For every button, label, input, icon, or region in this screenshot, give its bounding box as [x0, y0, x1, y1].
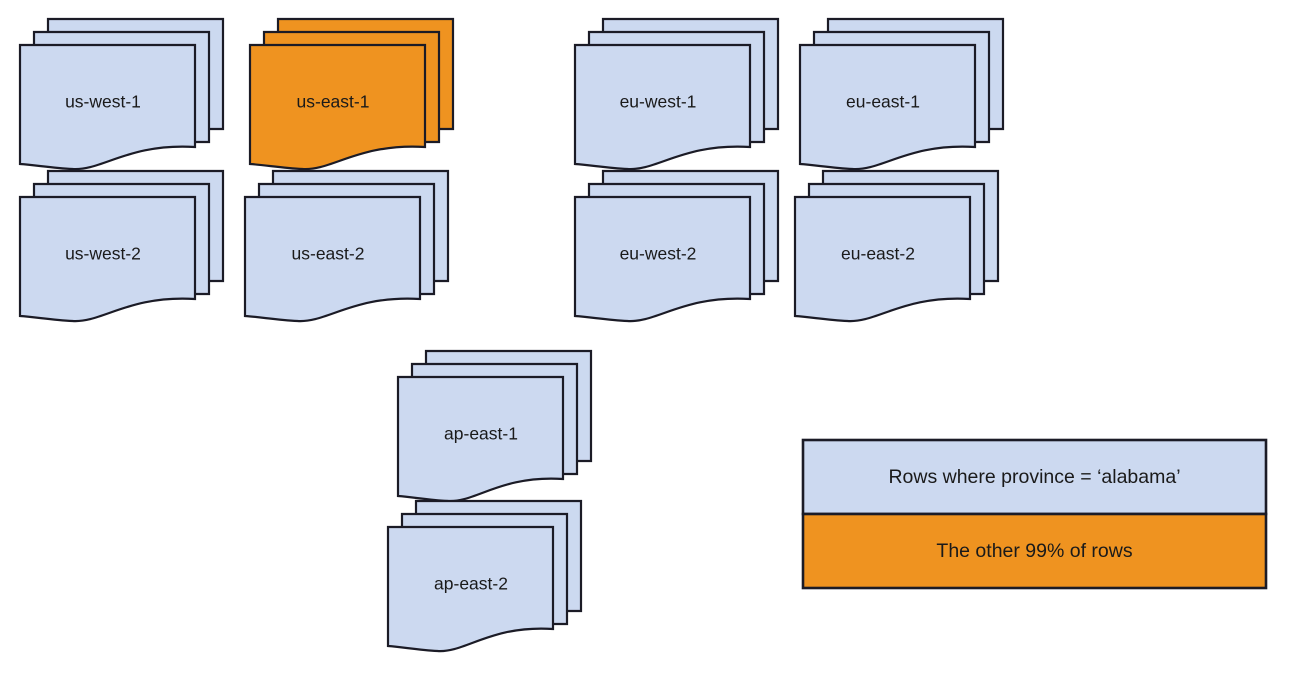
region-stack-label: us-east-1: [297, 92, 370, 112]
legend-swatch: [801, 438, 1268, 516]
region-stack-label: eu-west-2: [620, 244, 697, 264]
region-stack-label: eu-east-2: [841, 244, 915, 264]
region-stack-label: eu-east-1: [846, 92, 920, 112]
stack-sheet-front: [248, 43, 427, 171]
stack-sheet-front: [793, 195, 972, 323]
region-stack-label: us-west-1: [65, 92, 141, 112]
legend-row-other[interactable]: The other 99% of rows: [801, 512, 1268, 590]
legend-row-alabama[interactable]: Rows where province = ‘alabama’: [801, 438, 1268, 516]
region-stack-eu-west-2[interactable]: eu-west-2: [573, 169, 780, 323]
region-stack-us-west-2[interactable]: us-west-2: [18, 169, 225, 323]
region-stack-label: eu-west-1: [620, 92, 697, 112]
region-stack-label: ap-east-2: [434, 574, 508, 594]
stack-sheet-front: [386, 525, 555, 653]
stack-sheet-front: [573, 195, 752, 323]
region-stack-ap-east-1[interactable]: ap-east-1: [396, 349, 593, 503]
region-stack-label: us-east-2: [292, 244, 365, 264]
region-stack-eu-west-1[interactable]: eu-west-1: [573, 17, 780, 171]
region-stack-label: us-west-2: [65, 244, 141, 264]
region-stack-us-east-2[interactable]: us-east-2: [243, 169, 450, 323]
region-stacks-layer: us-west-1 us-east-1 eu-west-1 eu-east-1 us-w…: [18, 17, 1005, 653]
legend-swatch: [801, 512, 1268, 590]
stack-sheet-front: [243, 195, 422, 323]
stack-sheet-front: [18, 195, 197, 323]
stack-sheet-front: [573, 43, 752, 171]
legend-label: Rows where province = ‘alabama’: [888, 466, 1180, 488]
region-stack-label: ap-east-1: [444, 424, 518, 444]
legend: Rows where province = ‘alabama’ The other…: [801, 438, 1268, 590]
region-stack-us-east-1[interactable]: us-east-1: [248, 17, 455, 171]
stack-sheet-front: [798, 43, 977, 171]
region-stack-ap-east-2[interactable]: ap-east-2: [386, 499, 583, 653]
region-stack-eu-east-2[interactable]: eu-east-2: [793, 169, 1000, 323]
legend-label: The other 99% of rows: [936, 540, 1132, 562]
region-stack-eu-east-1[interactable]: eu-east-1: [798, 17, 1005, 171]
region-stack-us-west-1[interactable]: us-west-1: [18, 17, 225, 171]
stack-sheet-front: [18, 43, 197, 171]
